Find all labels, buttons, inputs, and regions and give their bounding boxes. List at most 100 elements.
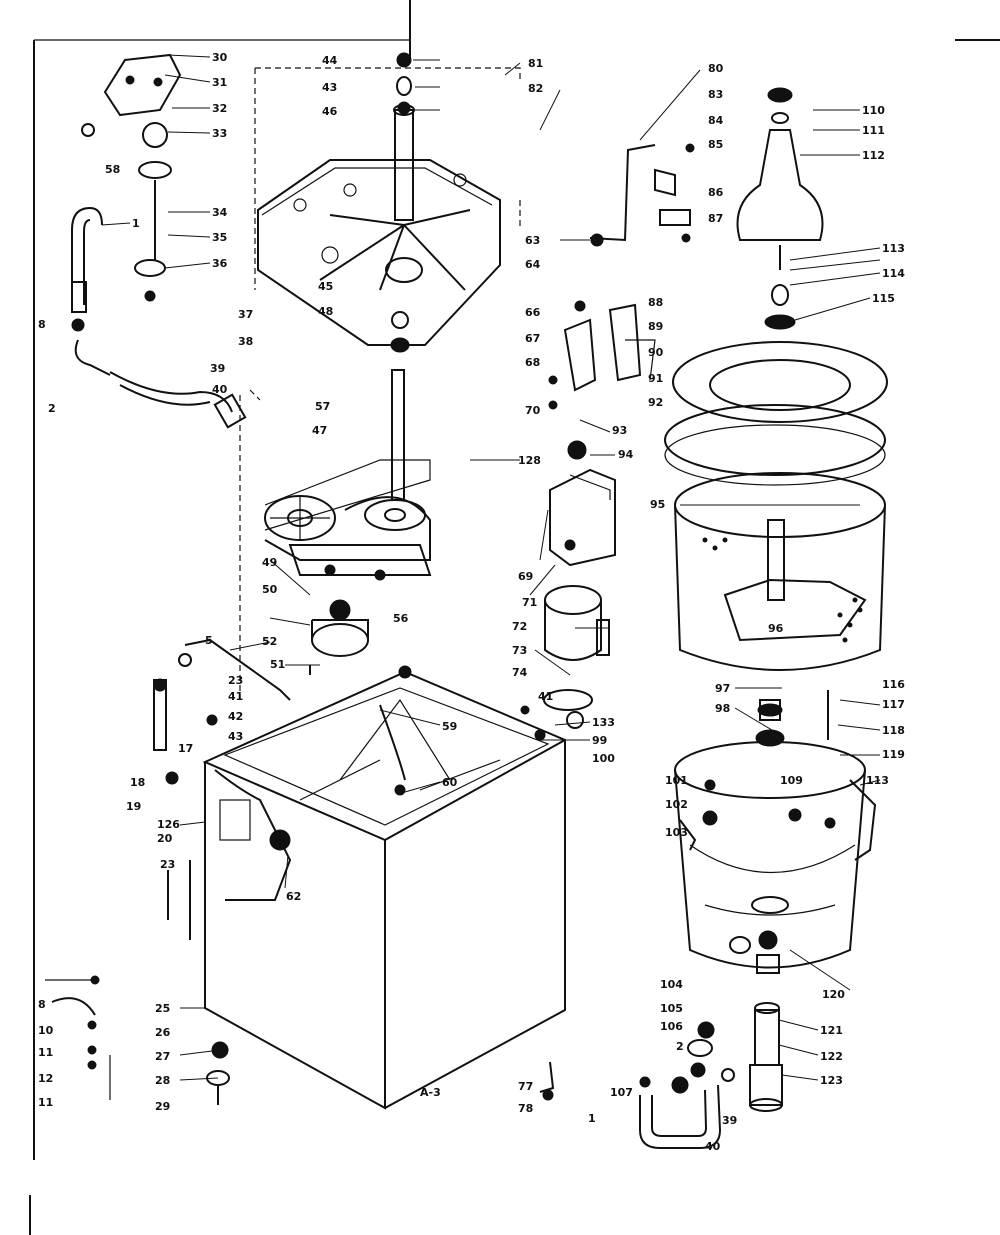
callout-59: 59 <box>442 720 457 733</box>
callout-40b: 40 <box>705 1140 721 1153</box>
callout-52: 52 <box>262 635 277 648</box>
callout-30: 30 <box>212 51 228 64</box>
callout-50: 50 <box>262 583 278 596</box>
callout-116: 116 <box>882 678 905 691</box>
callout-10: 10 <box>38 1024 54 1037</box>
callout-81: 81 <box>528 57 543 70</box>
callout-68: 68 <box>525 356 540 369</box>
callout-29: 29 <box>155 1100 170 1113</box>
callout-86: 86 <box>708 186 724 199</box>
drive-bushing-part <box>755 690 829 747</box>
callout-28: 28 <box>155 1074 170 1087</box>
basket-perforations <box>702 537 863 643</box>
callout-78: 78 <box>518 1102 533 1115</box>
callout-12: 12 <box>38 1072 53 1085</box>
callout-37: 37 <box>238 308 253 321</box>
callout-38: 38 <box>238 335 253 348</box>
callout-58: 58 <box>105 163 120 176</box>
callout-97: 97 <box>715 682 730 695</box>
callout-92: 92 <box>648 396 663 409</box>
callout-105: 105 <box>660 1002 683 1015</box>
callout-8b: 8 <box>38 998 46 1011</box>
callout-64: 64 <box>525 258 541 271</box>
callout-11b: 11 <box>38 1096 53 1109</box>
callout-49: 49 <box>262 556 277 569</box>
callout-113b: 113 <box>866 774 889 787</box>
callout-1b: 1 <box>588 1112 596 1125</box>
callout-20: 20 <box>157 832 173 845</box>
callout-89: 89 <box>648 320 663 333</box>
callout-62: 62 <box>286 890 301 903</box>
callout-93: 93 <box>612 424 627 437</box>
callout-sheet: A-3 <box>420 1086 441 1099</box>
callout-18: 18 <box>130 776 145 789</box>
tub-ring-part <box>664 341 888 486</box>
callout-19: 19 <box>126 800 141 813</box>
callout-80: 80 <box>708 62 724 75</box>
thermostat-bracket-part <box>608 303 656 382</box>
callout-46: 46 <box>322 105 338 118</box>
callout-63: 63 <box>525 234 540 247</box>
transmission-part <box>264 369 432 581</box>
callout-123: 123 <box>820 1074 843 1087</box>
callout-39b: 39 <box>722 1114 737 1127</box>
callout-42: 42 <box>228 710 243 723</box>
callout-5: 5 <box>205 634 213 647</box>
wash-basket-part <box>674 472 886 671</box>
callout-111: 111 <box>862 124 885 137</box>
callout-8: 8 <box>38 318 46 331</box>
cabinet-part <box>202 665 568 1110</box>
callout-40: 40 <box>212 383 228 396</box>
clutch-pulley-part <box>309 599 369 675</box>
callout-110: 110 <box>862 104 885 117</box>
callout-101: 101 <box>665 774 688 787</box>
callout-27: 27 <box>155 1050 170 1063</box>
callout-103: 103 <box>665 826 688 839</box>
callout-118: 118 <box>882 724 905 737</box>
callout-91: 91 <box>648 372 663 385</box>
callout-2b: 2 <box>676 1040 684 1053</box>
callout-71: 71 <box>522 596 537 609</box>
callout-67: 67 <box>525 332 540 345</box>
callout-48: 48 <box>318 305 333 318</box>
callout-109: 109 <box>780 774 803 787</box>
callout-23: 23 <box>228 674 243 687</box>
drain-hose-part <box>71 206 247 429</box>
callout-47: 47 <box>312 424 327 437</box>
callout-133: 133 <box>592 716 615 729</box>
callout-96: 96 <box>768 622 784 635</box>
callout-115: 115 <box>872 292 895 305</box>
callout-56: 56 <box>393 612 409 625</box>
support-rod-part <box>167 704 406 940</box>
tub-cover-part <box>257 52 501 353</box>
drive-motor-part <box>520 585 610 729</box>
callout-84: 84 <box>708 114 724 127</box>
callout-44: 44 <box>322 54 338 67</box>
callout-45: 45 <box>318 280 333 293</box>
callout-87: 87 <box>708 212 723 225</box>
callout-35: 35 <box>212 231 227 244</box>
callout-107: 107 <box>610 1086 633 1099</box>
water-pipe-part <box>153 638 291 785</box>
callout-106: 106 <box>660 1020 683 1033</box>
mount-bracket-part <box>81 53 182 302</box>
callout-32: 32 <box>212 102 227 115</box>
callout-39: 39 <box>210 362 225 375</box>
callout-26: 26 <box>155 1026 171 1039</box>
callout-69: 69 <box>518 570 533 583</box>
callout-104: 104 <box>660 978 683 991</box>
callout-11: 11 <box>38 1046 53 1059</box>
callout-126: 126 <box>157 818 180 831</box>
callout-82: 82 <box>528 82 543 95</box>
callout-33: 33 <box>212 127 227 140</box>
callout-70: 70 <box>525 404 541 417</box>
callout-57: 57 <box>315 400 330 413</box>
callout-85: 85 <box>708 138 723 151</box>
callout-94: 94 <box>618 448 634 461</box>
callout-23b: 23 <box>160 858 175 871</box>
callout-34: 34 <box>212 206 228 219</box>
callout-114: 114 <box>882 267 905 280</box>
callout-102: 102 <box>665 798 688 811</box>
callout-2: 2 <box>48 402 56 415</box>
drain-pump-outlet-part <box>539 1002 783 1149</box>
